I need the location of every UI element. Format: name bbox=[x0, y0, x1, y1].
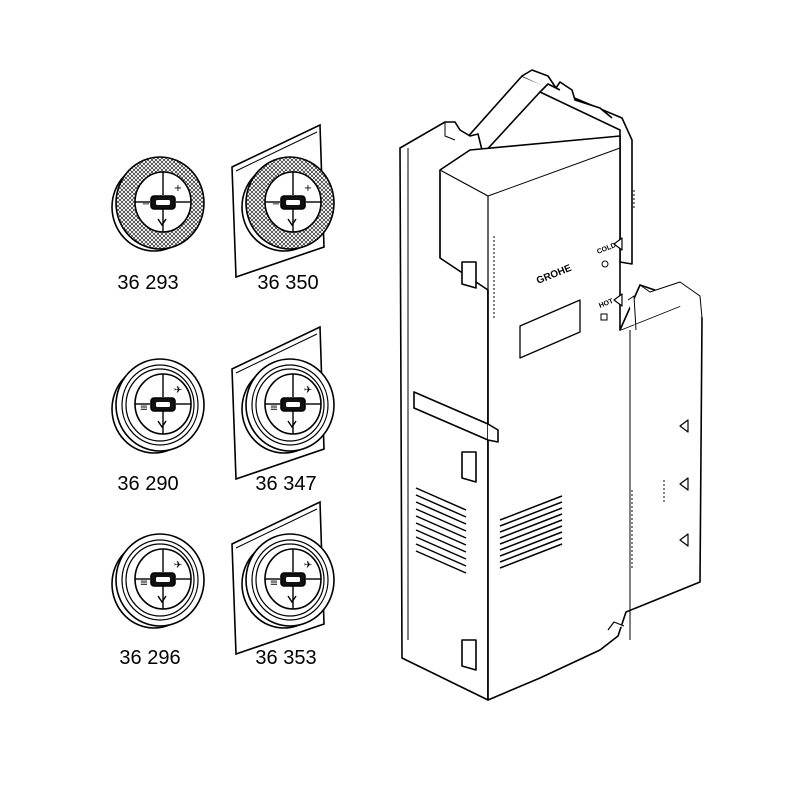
chevron-down-icon bbox=[157, 595, 167, 604]
svg-text:✈: ✈ bbox=[304, 560, 312, 571]
part-number-4: 36 347 bbox=[255, 473, 316, 495]
svg-text:≡: ≡ bbox=[140, 403, 148, 414]
control-knob-4: ≡✈ bbox=[231, 325, 335, 481]
part-number-6: 36 353 bbox=[255, 647, 316, 669]
svg-text:≡: ≡ bbox=[270, 403, 278, 414]
ventilation-slots bbox=[415, 487, 563, 574]
svg-text:+: + bbox=[304, 183, 312, 194]
control-knob-group: −+−+≡✈≡✈≡✈≡✈ bbox=[111, 123, 335, 656]
svg-text:+: + bbox=[174, 183, 182, 194]
chevron-down-icon bbox=[287, 218, 297, 227]
control-knob-3: ≡✈ bbox=[111, 358, 205, 454]
chevron-down-icon bbox=[157, 218, 167, 227]
part-number-3: 36 290 bbox=[117, 473, 178, 495]
svg-text:✈: ✈ bbox=[304, 385, 312, 396]
svg-text:−: − bbox=[142, 199, 150, 210]
svg-text:−: − bbox=[272, 199, 280, 210]
chevron-down-icon bbox=[287, 420, 297, 429]
svg-text:≡: ≡ bbox=[140, 578, 148, 589]
control-knob-5: ≡✈ bbox=[111, 533, 205, 629]
chevron-down-icon bbox=[157, 420, 167, 429]
control-knob-1: −+ bbox=[111, 156, 205, 252]
svg-text:✈: ✈ bbox=[174, 385, 182, 396]
svg-text:✈: ✈ bbox=[174, 560, 182, 571]
part-number-2: 36 350 bbox=[257, 272, 318, 294]
svg-text:≡: ≡ bbox=[270, 578, 278, 589]
chevron-down-icon bbox=[287, 595, 297, 604]
part-number-1: 36 293 bbox=[117, 272, 178, 294]
control-knob-6: ≡✈ bbox=[231, 500, 335, 656]
control-knob-2: −+ bbox=[231, 123, 335, 279]
concealed-housing bbox=[399, 69, 703, 701]
part-number-5: 36 296 bbox=[119, 647, 180, 669]
housing-small-marks bbox=[493, 190, 665, 570]
